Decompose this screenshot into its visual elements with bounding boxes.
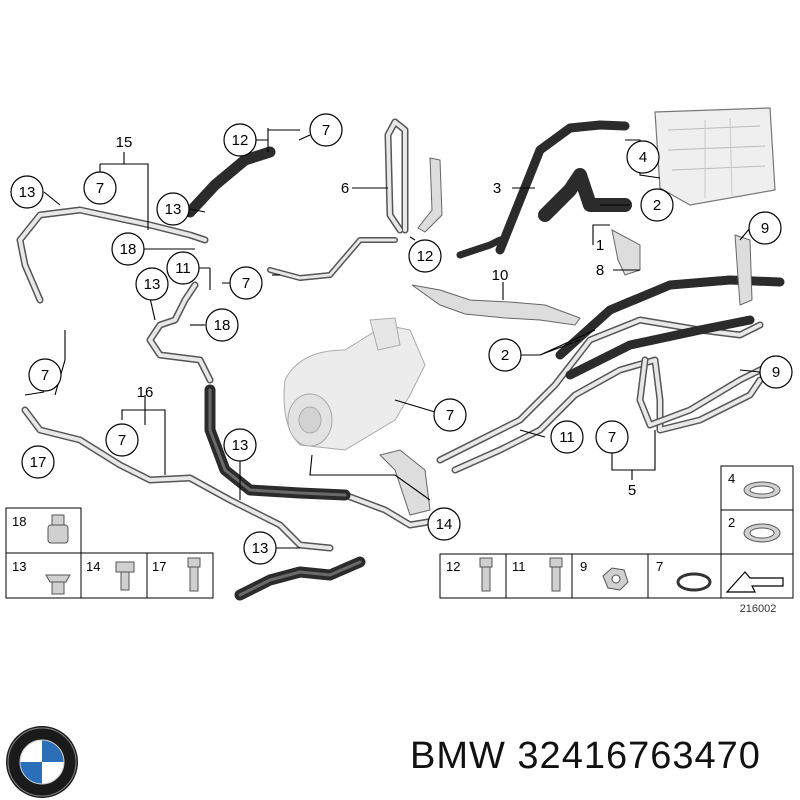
bolt-11-icon bbox=[549, 557, 563, 592]
nut-icon bbox=[602, 567, 629, 591]
legend-9-label: 9 bbox=[580, 559, 587, 574]
callout-12-label: 12 bbox=[417, 248, 434, 265]
callout-13-label: 13 bbox=[19, 184, 36, 201]
callout-8-label: 8 bbox=[596, 262, 604, 279]
callout-6-label: 6 bbox=[341, 180, 349, 197]
bolt-part-icon bbox=[115, 561, 135, 591]
callout-14-label: 14 bbox=[436, 516, 453, 533]
legend-right: 4 2 12 11 9 7 bbox=[439, 465, 794, 599]
callout-3: 3 bbox=[493, 180, 501, 197]
callout-8: 8 bbox=[596, 262, 604, 279]
callout-5: 5 bbox=[628, 482, 636, 499]
callout-9-label: 9 bbox=[761, 220, 769, 237]
callout-13-label: 13 bbox=[232, 437, 249, 454]
callout-7-f: 7 bbox=[595, 420, 629, 454]
callout-11-b: 11 bbox=[550, 420, 584, 454]
callout-2-mid: 2 bbox=[488, 338, 522, 372]
callout-16: 16 bbox=[137, 384, 154, 401]
callout-7-label: 7 bbox=[446, 407, 454, 424]
callout-4: 4 bbox=[626, 140, 660, 174]
callout-7-label: 7 bbox=[242, 275, 250, 292]
o-ring-icon bbox=[676, 572, 712, 592]
callout-12-b: 12 bbox=[408, 239, 442, 273]
callout-1: 1 bbox=[596, 237, 604, 254]
callout-2-label: 2 bbox=[501, 347, 509, 364]
callout-18-label: 18 bbox=[120, 241, 137, 258]
legend-14-label: 14 bbox=[86, 559, 100, 574]
callout-15: 15 bbox=[116, 134, 133, 151]
callout-11-label: 11 bbox=[175, 260, 191, 277]
diagram-ref-code: 216002 bbox=[740, 603, 777, 615]
callout-7-label: 7 bbox=[322, 122, 330, 139]
callout-13-d: 13 bbox=[223, 428, 257, 462]
brand-part-number: BMW 32416763470 bbox=[410, 735, 761, 777]
screw-part-icon bbox=[187, 557, 201, 592]
callout-2-label: 2 bbox=[653, 197, 661, 214]
callout-13-top-left: 13 bbox=[10, 175, 44, 209]
callout-1-label: 1 bbox=[596, 237, 604, 254]
reservoir-illustration bbox=[654, 107, 776, 206]
metal-pipes bbox=[16, 118, 774, 552]
legend-left: 18 13 14 17 bbox=[5, 507, 214, 599]
pump-illustration bbox=[283, 317, 426, 451]
hose-clamp-2-icon bbox=[743, 523, 781, 543]
callout-11-a: 11 bbox=[166, 251, 200, 285]
callout-7-g: 7 bbox=[105, 423, 139, 457]
callouts: 15 13 7 12 7 13 18 11 7 13 18 6 12 3 4 2… bbox=[10, 113, 793, 565]
legend-18-label: 18 bbox=[12, 514, 26, 529]
callout-13-label: 13 bbox=[165, 201, 182, 218]
callout-16-label: 16 bbox=[137, 384, 154, 401]
callout-7-label: 7 bbox=[608, 429, 616, 446]
grommet-part-icon bbox=[45, 574, 71, 595]
callout-7-a: 7 bbox=[83, 171, 117, 205]
legend-17-label: 17 bbox=[152, 559, 166, 574]
callout-15-label: 15 bbox=[116, 134, 133, 151]
callout-7-label: 7 bbox=[41, 367, 49, 384]
callout-7-b: 7 bbox=[309, 113, 343, 147]
legend-4-label: 4 bbox=[728, 471, 735, 486]
callout-17-label: 17 bbox=[30, 454, 47, 471]
callout-13-c: 13 bbox=[135, 267, 169, 301]
rubber-hoses bbox=[184, 120, 785, 601]
callout-11-label: 11 bbox=[559, 429, 575, 446]
callout-9-top: 9 bbox=[748, 211, 782, 245]
callout-2-top: 2 bbox=[640, 188, 674, 222]
callout-12-label: 12 bbox=[232, 132, 249, 149]
callout-7-d: 7 bbox=[28, 358, 62, 392]
legend-13-label: 13 bbox=[12, 559, 26, 574]
bushing-part-icon bbox=[47, 514, 69, 544]
brackets bbox=[379, 157, 753, 516]
callout-7-label: 7 bbox=[118, 432, 126, 449]
callout-4-label: 4 bbox=[639, 149, 647, 166]
bolt-12-icon bbox=[479, 557, 493, 592]
arrow-lubricate-icon bbox=[725, 571, 784, 593]
callout-6: 6 bbox=[341, 180, 349, 197]
callout-7-label: 7 bbox=[96, 180, 104, 197]
callout-5-label: 5 bbox=[628, 482, 636, 499]
callout-10: 10 bbox=[492, 267, 509, 284]
callout-3-label: 3 bbox=[493, 180, 501, 197]
callout-13-b: 13 bbox=[156, 192, 190, 226]
callout-18-a: 18 bbox=[111, 232, 145, 266]
legend-7-label: 7 bbox=[656, 559, 663, 574]
callout-18-b: 18 bbox=[205, 308, 239, 342]
callout-14: 14 bbox=[427, 507, 461, 541]
callout-13-label: 13 bbox=[144, 276, 161, 293]
bmw-roundel-logo bbox=[6, 726, 78, 798]
callout-10-label: 10 bbox=[492, 267, 509, 284]
legend-11-label: 11 bbox=[512, 559, 526, 574]
callout-12-top: 12 bbox=[223, 123, 257, 157]
callout-7-c: 7 bbox=[229, 266, 263, 300]
hose-clamp-4-icon bbox=[743, 481, 781, 499]
callout-13-label: 13 bbox=[252, 540, 269, 557]
callout-13-e: 13 bbox=[243, 531, 277, 565]
legend-12-label: 12 bbox=[446, 559, 460, 574]
callout-18-label: 18 bbox=[214, 317, 231, 334]
callout-9-label: 9 bbox=[772, 364, 780, 381]
callout-7-e: 7 bbox=[433, 398, 467, 432]
callout-9-bottom: 9 bbox=[759, 355, 793, 389]
legend-2-label: 2 bbox=[728, 515, 735, 530]
callout-17: 17 bbox=[21, 445, 55, 479]
